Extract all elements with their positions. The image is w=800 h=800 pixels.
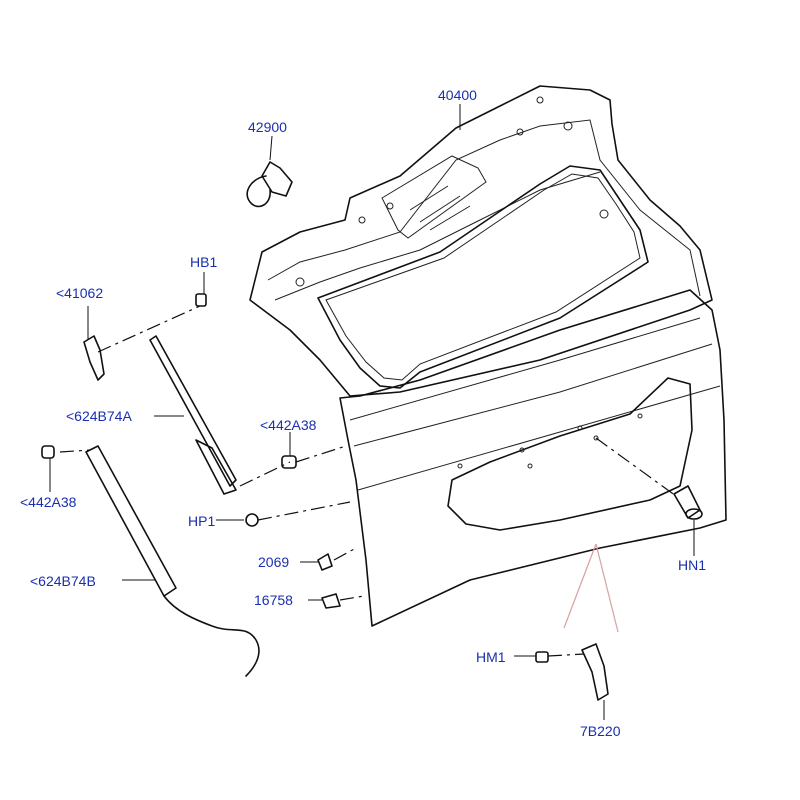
latch-42900 xyxy=(246,135,293,208)
label-HM1: HM1 xyxy=(476,649,506,665)
label-HN1: HN1 xyxy=(678,557,707,573)
label-HP1: HP1 xyxy=(188,513,216,529)
label-16758: 16758 xyxy=(254,592,293,608)
label-7B220: 7B220 xyxy=(580,723,621,739)
clip-16758 xyxy=(321,593,341,609)
label-624B74A: <624B74A xyxy=(66,408,132,424)
ball-stud-HB1 xyxy=(195,272,207,307)
gas-strut-624B74A xyxy=(149,335,237,495)
assembly-lines xyxy=(59,305,677,657)
label-41062: <41062 xyxy=(56,285,104,301)
label-42900: 42900 xyxy=(248,119,287,135)
label-HB1: HB1 xyxy=(190,254,218,270)
marker-lines xyxy=(563,543,619,633)
power-strut-624B74B xyxy=(85,445,260,677)
bracket-41062 xyxy=(83,306,105,381)
bump-stop-HN1 xyxy=(673,485,703,556)
pin-HP1 xyxy=(245,513,259,527)
label-40400: 40400 xyxy=(438,87,477,103)
label-442A38-left: <442A38 xyxy=(20,494,77,510)
tailgate-outer-skin xyxy=(339,289,727,627)
label-442A38-right: <442A38 xyxy=(260,417,317,433)
screw-HM1 xyxy=(535,651,549,663)
label-2069: 2069 xyxy=(258,554,290,570)
ball-stud-442A38-left xyxy=(41,445,55,492)
clip-2069 xyxy=(317,553,333,571)
tailgate-inner-frame xyxy=(249,85,713,397)
sensor-bracket-7B220 xyxy=(581,643,609,720)
label-leaders xyxy=(216,104,536,657)
label-624B74B: <624B74B xyxy=(30,573,96,589)
